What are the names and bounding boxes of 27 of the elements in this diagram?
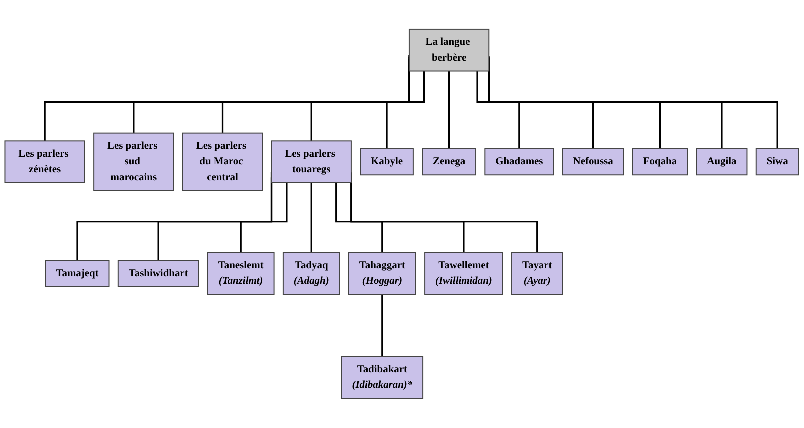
node-box: Nefoussa (562, 148, 624, 176)
node-box: Foqaha (632, 148, 688, 176)
node-box: Tashiwidhart (118, 260, 200, 288)
node-box: Les parlers zénètes (4, 140, 86, 184)
node-box: Tawellemet (Iwillimidan) (424, 252, 504, 296)
node-box: Ghadames (484, 148, 554, 176)
node-box: Kabyle (360, 148, 414, 176)
node-box: Tadyaq (Adagh) (282, 252, 340, 296)
connector (382, 294, 384, 358)
connector (240, 182, 288, 254)
connector (448, 71, 450, 150)
node-box: Siwa (756, 148, 800, 176)
node-box: Les parlers touaregs (271, 140, 352, 184)
node-box: Tayart (Ayar) (512, 252, 564, 296)
node-box: Tamajeqt (45, 260, 110, 288)
node-box: La langue berbère (408, 28, 490, 72)
node-box: Augila (696, 148, 748, 176)
node-box: Les parlers du Maroc central (182, 132, 264, 192)
node-box: Tahaggart (Hoggar) (348, 252, 416, 296)
node-box: Zenega (422, 148, 476, 176)
connector (336, 182, 384, 254)
node-box: Tadibakart (Idibakaran)* (341, 356, 424, 400)
node-box: Taneslemt (Tanzilmt) (207, 252, 275, 296)
connector (386, 71, 426, 150)
connector (310, 182, 312, 254)
node-box: Les parlers sud marocains (94, 132, 174, 192)
connector (476, 71, 520, 150)
